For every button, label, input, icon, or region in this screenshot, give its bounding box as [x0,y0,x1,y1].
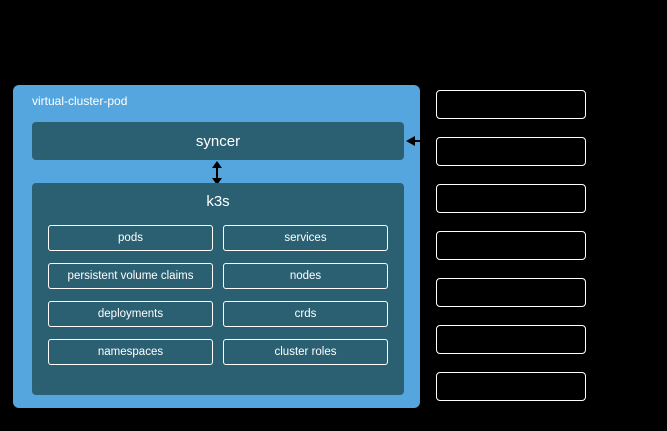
pod-label: virtual-cluster-pod [32,94,128,108]
resource-box-persistent-volume-claims: persistent volume claims [48,263,213,289]
external-boxes [436,90,586,401]
external-resource-box [436,184,586,213]
k3s-label: k3s [206,193,230,210]
syncer-box: syncer [32,122,404,160]
resource-box-pods: pods [48,225,213,251]
syncer-label: syncer [195,132,241,150]
virtual-cluster-pod: virtual-cluster-pod syncer k3s pods serv… [13,85,420,408]
resource-box-crds: crds [223,301,388,327]
external-resource-box [436,90,586,119]
sync-arrow-icon [212,161,222,185]
external-resource-box [436,231,586,260]
resource-box-nodes: nodes [223,263,388,289]
resource-box-deployments: deployments [48,301,213,327]
resource-grid: pods services persistent volume claims n… [48,225,388,365]
external-resource-box [436,372,586,401]
external-resource-box [436,278,586,307]
external-resource-box [436,325,586,354]
resource-box-services: services [223,225,388,251]
external-resource-box [436,137,586,166]
resource-box-namespaces: namespaces [48,339,213,365]
resource-box-cluster-roles: cluster roles [223,339,388,365]
k3s-box: k3s pods services persistent volume clai… [32,183,404,395]
ingress-arrow-icon [406,136,435,146]
